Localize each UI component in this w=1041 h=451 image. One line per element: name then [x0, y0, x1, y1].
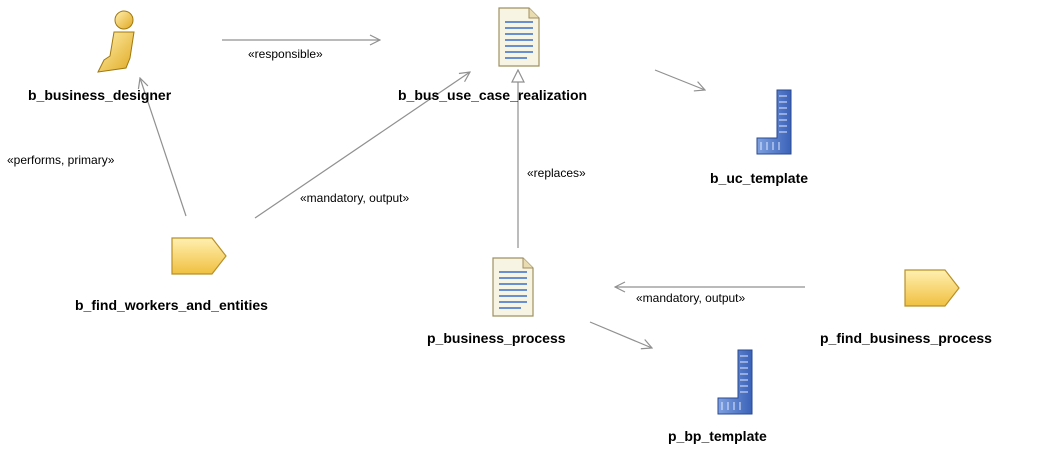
node-label-bp-template[interactable]: p_bp_template: [668, 428, 767, 444]
edge-realization-template: [654, 69, 705, 90]
template-icon: [756, 89, 792, 155]
edge-label-mandatory-output-left: «mandatory, output»: [300, 191, 410, 205]
edge-label-responsible: «responsible»: [248, 47, 323, 61]
node-label-bus-use-case-realization[interactable]: b_bus_use_case_realization: [398, 87, 588, 103]
template-icon: [717, 349, 753, 415]
node-label-uc-template[interactable]: b_uc_template: [710, 170, 809, 186]
edge-mandatory-output-left: [254, 72, 470, 219]
edge-process-template: [589, 321, 652, 348]
node-label-business-designer[interactable]: b_business_designer: [28, 87, 172, 103]
role-icon: [97, 10, 135, 73]
document-icon: [498, 7, 540, 67]
node-label-find-business-process[interactable]: p_find_business_process: [820, 330, 992, 346]
node-label-business-process[interactable]: p_business_process: [427, 330, 566, 346]
edge-label-performs-primary: «performs, primary»: [7, 153, 115, 167]
edge-label-replaces: «replaces»: [527, 166, 586, 180]
node-label-find-workers-and-entities[interactable]: b_find_workers_and_entities: [75, 297, 268, 313]
edges: [140, 40, 805, 348]
edge-performs-primary: [140, 78, 187, 217]
task-icon: [904, 269, 960, 307]
document-icon: [492, 257, 534, 317]
edge-label-mandatory-output-right: «mandatory, output»: [636, 291, 746, 305]
task-icon: [171, 237, 227, 275]
